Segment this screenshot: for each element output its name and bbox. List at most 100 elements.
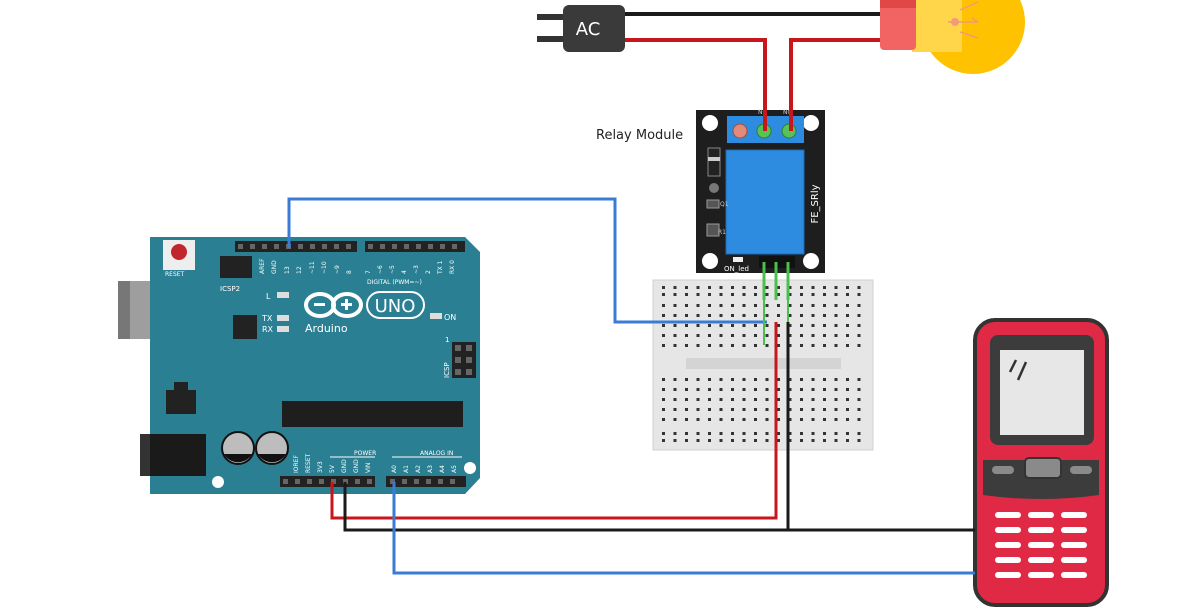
power-label: POWER [354,450,376,457]
breadboard-hole [765,293,769,296]
breadboard-hole [846,408,849,411]
breadboard-hole [846,304,849,307]
breadboard-hole [846,388,849,391]
phone-key [1028,557,1054,563]
breadboard-hole [834,324,838,327]
breadboard-hole [708,398,711,401]
breadboard-hole [673,378,677,381]
breadboard-hole [696,408,700,411]
breadboard-hole [685,324,688,327]
breadboard-hole [731,398,734,401]
breadboard-hole [719,378,723,381]
top-pin-label: GND [271,260,278,274]
breadboard-hole [811,334,815,337]
breadboard-hole [823,408,826,411]
top-pin-label: 4 [401,270,408,274]
breadboard-hole [765,286,769,289]
breadboard-hole [857,334,861,337]
phone-key [995,512,1021,518]
top-pin-label: ~11 [309,261,316,274]
breadboard-hole [662,432,665,435]
breadboard-hole [800,408,803,411]
breadboard-hole [788,344,792,347]
breadboard-hole [696,334,700,337]
breadboard-hole [811,439,815,442]
breadboard-hole [673,418,677,421]
breadboard-hole [765,418,769,421]
breadboard-hole [800,388,803,391]
breadboard-hole [662,408,665,411]
breadboard-hole [857,388,861,391]
breadboard-hole [857,418,861,421]
breadboard-hole [811,293,815,296]
breadboard-hole [673,304,677,307]
breadboard-hole [800,314,803,317]
breadboard-hole [846,286,849,289]
terminal-no-label: NO [783,109,792,116]
breadboard-hole [742,334,746,337]
breadboard-hole [696,293,700,296]
breadboard-hole [673,324,677,327]
breadboard-hole [834,408,838,411]
breadboard-hole [777,398,780,401]
breadboard-hole [708,418,711,421]
breadboard-hole [719,432,723,435]
relay-module: NC NO FE_SRly Q1 R1 ON_led [696,109,825,273]
header-pin [334,244,339,249]
breadboard-hole [731,334,734,337]
breadboard-hole [719,408,723,411]
breadboard-hole [777,439,780,442]
breadboard-hole [823,314,826,317]
top-pin-label: RX 0 [449,260,456,274]
analog-pin-label: A5 [451,465,458,473]
breadboard-hole [834,439,838,442]
breadboard-hole [708,344,711,347]
breadboard-hole [662,286,665,289]
breadboard-hole [696,418,700,421]
breadboard-hole [696,378,700,381]
breadboard-hole [857,439,861,442]
analog-pin-label: A0 [391,465,398,473]
breadboard-hole [742,314,746,317]
breadboard-hole [708,388,711,391]
icsp-label: ICSP [443,362,451,378]
breadboard-hole [800,324,803,327]
breadboard-hole [673,439,677,442]
breadboard-hole [742,418,746,421]
breadboard-hole [673,398,677,401]
breadboard-hole [731,286,734,289]
breadboard-hole [765,388,769,391]
breadboard-hole [800,439,803,442]
breadboard-hole [834,286,838,289]
led-rx-label: RX [262,325,274,334]
breadboard-hole [823,334,826,337]
breadboard-hole [800,398,803,401]
breadboard-hole [765,398,769,401]
breadboard-hole [719,344,723,347]
breadboard-hole [800,418,803,421]
breadboard-hole [673,344,677,347]
phone-key [1028,542,1054,548]
breadboard-hole [811,324,815,327]
breadboard-hole [696,398,700,401]
breadboard-hole [857,286,861,289]
breadboard-hole [765,344,769,347]
breadboard-hole [846,432,849,435]
breadboard-hole [857,378,861,381]
breadboard-hole [765,314,769,317]
breadboard-hole [754,304,757,307]
breadboard-hole [685,344,688,347]
header-pin [331,479,336,484]
breadboard-hole [846,334,849,337]
breadboard-hole [719,334,723,337]
breadboard-hole [834,293,838,296]
header-pin [310,244,315,249]
analog-pin-label: A2 [415,465,422,473]
phone-key [1028,512,1054,518]
phone-key [1028,527,1054,533]
analog-pin-label: A1 [403,465,410,473]
header-pin [392,244,397,249]
top-pin-label: 8 [346,270,353,274]
header-pin [452,244,457,249]
header-pin [346,244,351,249]
